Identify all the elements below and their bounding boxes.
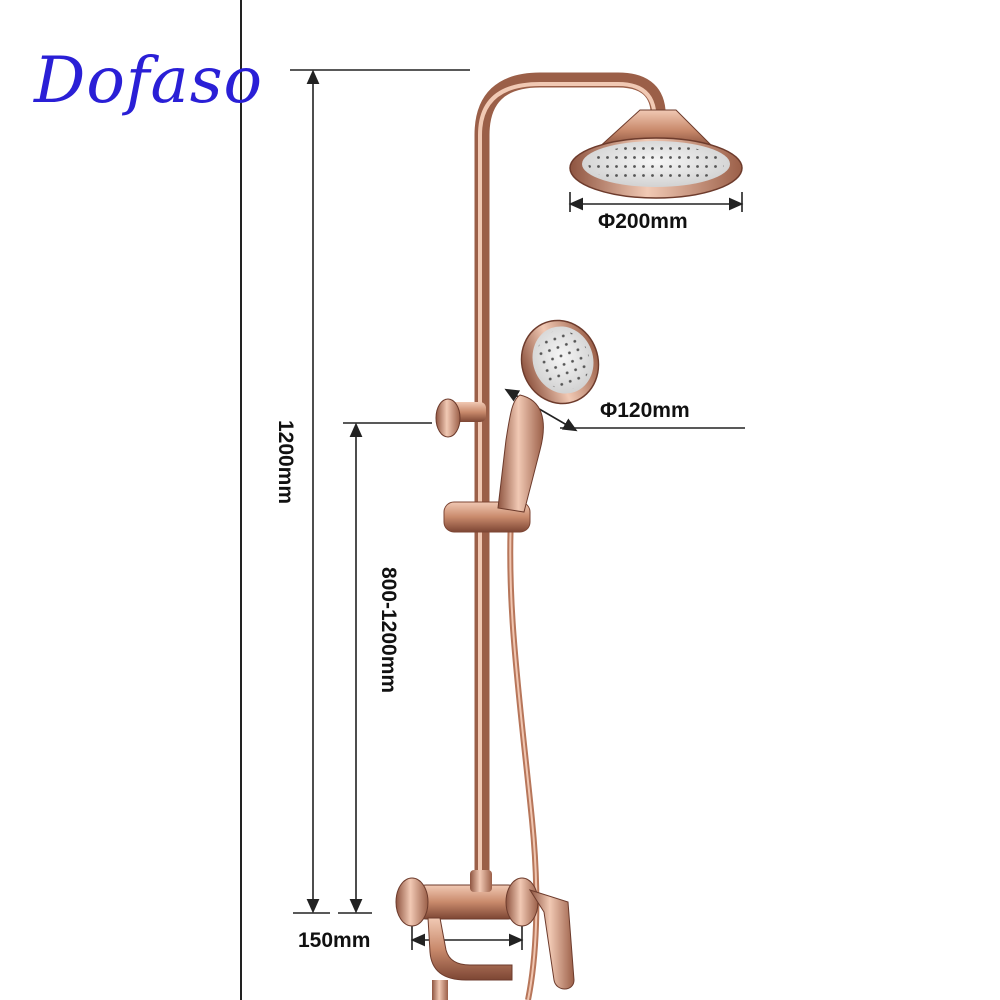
brand-logo: Dofaso <box>34 44 264 118</box>
rain-head-diameter-label: Φ200mm <box>598 210 688 233</box>
mixer-valve <box>395 870 575 1000</box>
shower-set <box>395 72 743 1000</box>
mixer-width-label: 150mm <box>298 929 371 952</box>
wall-bracket <box>435 398 486 438</box>
hand-shower-diameter-label: Φ120mm <box>600 399 690 422</box>
hand-shower-head <box>520 319 600 405</box>
mixer-lever <box>528 889 575 990</box>
rain-shower-head <box>569 109 743 199</box>
total-height-label: 1200mm <box>274 419 297 505</box>
hand-shower-handle <box>497 394 544 513</box>
bath-spout <box>427 917 513 981</box>
slide-range-label: 800-1200mm <box>377 566 400 694</box>
